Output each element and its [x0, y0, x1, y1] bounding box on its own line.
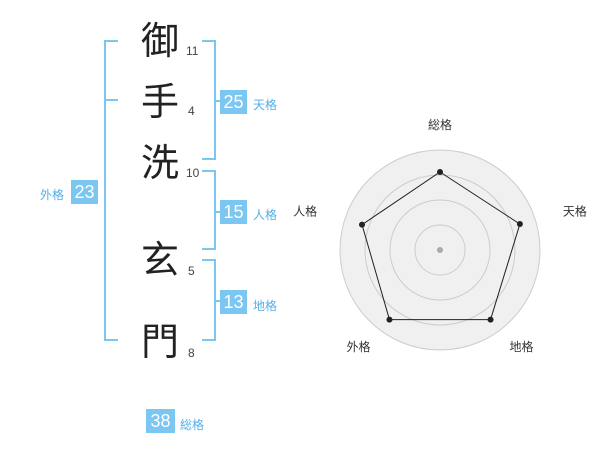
tenkaku-connector — [214, 100, 222, 102]
jinkaku-label: 人格 — [253, 208, 278, 222]
tenkaku-value: 25 — [220, 90, 247, 114]
radar-point-2 — [516, 221, 523, 228]
chikaku-connector — [214, 300, 222, 302]
stroke-count-2: 4 — [188, 104, 195, 118]
stroke-count-4: 5 — [188, 264, 195, 278]
radar-axis-label-3: 地格 — [509, 339, 533, 354]
soukaku-label: 総格 — [180, 418, 205, 432]
name-char-3: 洗 — [140, 141, 179, 185]
gaikaku-bracket-vertical — [104, 40, 106, 341]
jinkaku-value: 15 — [220, 200, 247, 224]
name-char-2: 手 — [140, 80, 179, 124]
radar-series-polygon — [361, 171, 521, 321]
chikaku-value: 13 — [220, 290, 247, 314]
radar-axis-label-4: 外格 — [347, 339, 371, 354]
stroke-count-5: 8 — [188, 346, 195, 360]
radar-center-dot — [437, 247, 443, 253]
radar-ring — [389, 199, 491, 301]
jinkaku-bracket-top — [202, 170, 216, 172]
gaikaku-bracket-top — [104, 40, 118, 42]
name-char-5: 門 — [140, 320, 179, 364]
radar-axis-label-1: 総格 — [428, 117, 452, 132]
jinkaku-bracket-vertical — [214, 170, 216, 250]
radar-point-4 — [386, 316, 393, 323]
tenkaku-label: 天格 — [253, 98, 278, 112]
jinkaku-bracket-bottom — [202, 248, 216, 250]
gaikaku-bracket-mid — [104, 99, 118, 101]
radar-point-5 — [359, 221, 366, 228]
chikaku-label: 地格 — [253, 299, 278, 313]
radar-axis-label-2: 天格 — [563, 203, 587, 218]
chikaku-bracket-top — [202, 259, 216, 261]
gaikaku-bracket-bottom — [104, 339, 118, 341]
stroke-count-1: 11 — [186, 44, 199, 58]
soukaku-value: 38 — [146, 409, 175, 433]
jinkaku-connector — [214, 211, 222, 213]
radar-point-1 — [437, 169, 443, 175]
name-char-1: 御 — [140, 19, 179, 63]
stroke-count-3: 10 — [186, 166, 200, 180]
radar-point-3 — [487, 316, 494, 323]
chikaku-bracket-bottom — [202, 339, 216, 341]
radar-axis-label-5: 人格 — [293, 203, 317, 218]
tenkaku-bracket-bottom — [202, 158, 216, 160]
name-char-4: 玄 — [140, 238, 179, 282]
radar-ring — [414, 224, 466, 276]
tenkaku-bracket-top — [202, 40, 216, 42]
gaikaku-value: 23 — [71, 180, 98, 204]
gaikaku-label: 外格 — [40, 188, 65, 202]
